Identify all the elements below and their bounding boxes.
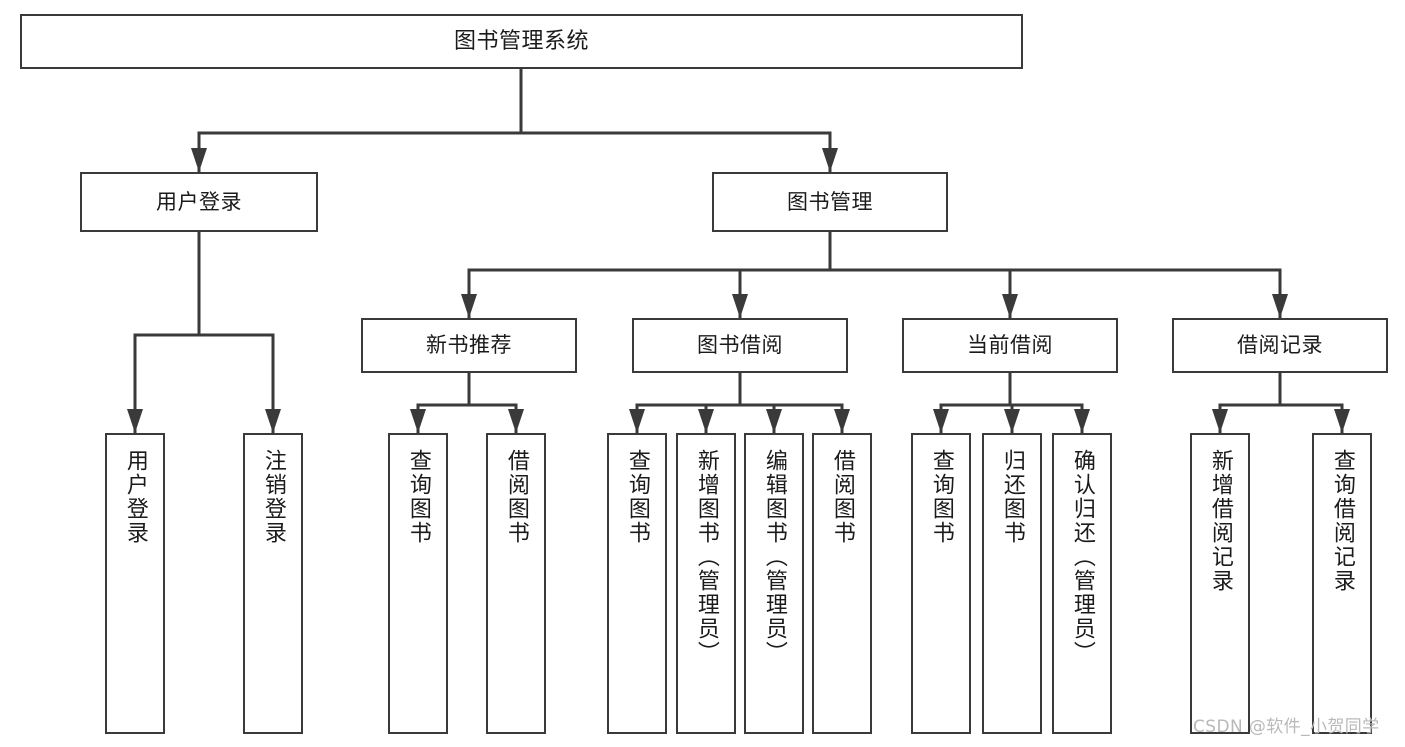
arrowhead (1074, 409, 1090, 433)
node-label: 用户登录 (156, 189, 242, 214)
arrowhead (1004, 409, 1020, 433)
arrowhead (1002, 294, 1018, 318)
node-label: 查询借阅记录 (1329, 449, 1355, 593)
node-label: 借阅图书 (829, 449, 855, 545)
node-leaf-user-login[interactable]: 用户登录 (105, 433, 165, 734)
arrowhead (834, 409, 850, 433)
node-label: 借阅记录 (1237, 333, 1323, 358)
arrowhead (191, 148, 207, 172)
node-leaf-query-record[interactable]: 查询借阅记录 (1312, 433, 1372, 734)
node-leaf-add-record[interactable]: 新增借阅记录 (1190, 433, 1250, 734)
node-leaf-add-book[interactable]: 新增图书（管理员） (676, 433, 736, 734)
arrowhead (629, 409, 645, 433)
node-leaf-borrow-book-1[interactable]: 借阅图书 (486, 433, 546, 734)
node-label: 图书借阅 (697, 333, 783, 358)
node-label: 借阅图书 (503, 449, 529, 545)
node-label: 编辑图书（管理员） (761, 449, 787, 665)
arrowhead (822, 148, 838, 172)
node-current-borrow[interactable]: 当前借阅 (902, 318, 1118, 373)
arrowhead (265, 409, 281, 433)
node-root[interactable]: 图书管理系统 (20, 14, 1023, 69)
arrowhead (508, 409, 524, 433)
node-user-login[interactable]: 用户登录 (80, 172, 318, 232)
node-label: 注销登录 (260, 449, 286, 545)
arrowhead (127, 409, 143, 433)
arrowhead (933, 409, 949, 433)
arrowhead (698, 409, 714, 433)
node-label: 当前借阅 (967, 333, 1053, 358)
node-leaf-query-book-3[interactable]: 查询图书 (911, 433, 971, 734)
node-label: 新增图书（管理员） (693, 449, 719, 665)
csdn-watermark: CSDN @软件_小贺同学 (1193, 717, 1380, 737)
arrowhead (410, 409, 426, 433)
node-label: 图书管理系统 (453, 28, 589, 54)
node-label: 查询图书 (928, 449, 954, 545)
arrowhead (1334, 409, 1350, 433)
node-label: 图书管理 (787, 189, 873, 214)
node-leaf-query-book-1[interactable]: 查询图书 (388, 433, 448, 734)
node-borrow-record[interactable]: 借阅记录 (1172, 318, 1388, 373)
node-leaf-borrow-book-2[interactable]: 借阅图书 (812, 433, 872, 734)
node-new-book-recommend[interactable]: 新书推荐 (361, 318, 577, 373)
arrowhead (1272, 294, 1288, 318)
node-label: 新增借阅记录 (1207, 449, 1233, 593)
node-label: 查询图书 (405, 449, 431, 545)
arrowhead (766, 409, 782, 433)
node-label: 用户登录 (122, 449, 148, 545)
node-label: 确认归还（管理员） (1069, 449, 1095, 665)
node-leaf-query-book-2[interactable]: 查询图书 (607, 433, 667, 734)
node-book-manage[interactable]: 图书管理 (712, 172, 948, 232)
node-leaf-confirm-return[interactable]: 确认归还（管理员） (1052, 433, 1112, 734)
node-leaf-edit-book[interactable]: 编辑图书（管理员） (744, 433, 804, 734)
arrowhead (1212, 409, 1228, 433)
node-book-borrow[interactable]: 图书借阅 (632, 318, 848, 373)
arrowhead (461, 294, 477, 318)
node-leaf-logout[interactable]: 注销登录 (243, 433, 303, 734)
node-leaf-return-book[interactable]: 归还图书 (982, 433, 1042, 734)
node-label: 查询图书 (624, 449, 650, 545)
node-label: 归还图书 (999, 449, 1025, 545)
arrowhead (732, 294, 748, 318)
node-label: 新书推荐 (426, 333, 512, 358)
